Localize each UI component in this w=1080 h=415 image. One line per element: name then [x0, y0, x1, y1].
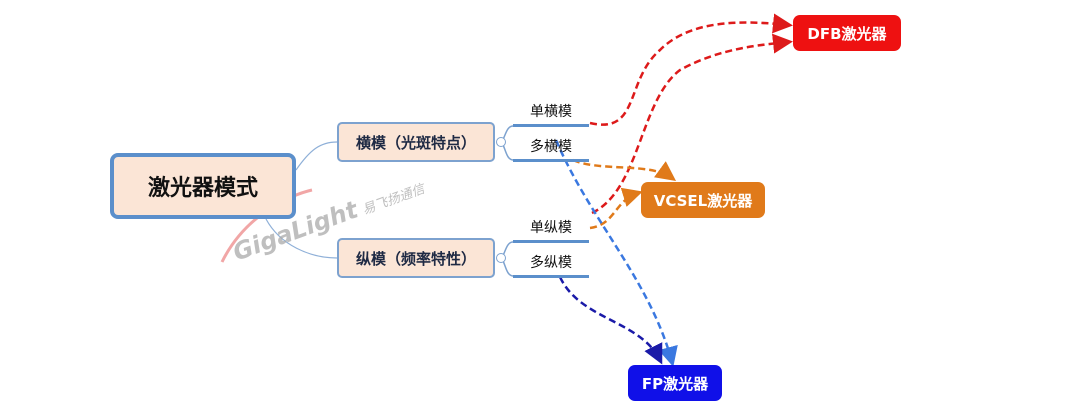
vcsel-laser-node[interactable]: VCSEL激光器: [641, 182, 765, 218]
collapse-toggle-longitudinal[interactable]: [496, 253, 506, 263]
arrow-multi-longitudinal-to-fp: [558, 276, 663, 365]
leaf-multi-transverse[interactable]: 多横模: [513, 136, 589, 162]
leaf-single-transverse[interactable]: 单横模: [513, 101, 589, 127]
root-node[interactable]: 激光器模式: [110, 153, 296, 219]
dfb-laser-node[interactable]: DFB激光器: [793, 15, 901, 51]
leaf-single-longitudinal[interactable]: 单纵模: [513, 217, 589, 243]
transverse-mode-label: 横模（光斑特点）: [355, 133, 476, 152]
arrow-multi-transverse-to-vcsel: [572, 158, 677, 181]
root-to-longitudinal-line: [265, 218, 338, 259]
arrow-single-longitudinal-to-vcsel: [589, 187, 643, 230]
root-to-transverse-line: [295, 141, 338, 171]
arrow-multi-transverse-to-fp: [554, 139, 678, 367]
root-label: 激光器模式: [147, 176, 258, 201]
leaf-multi-longitudinal[interactable]: 多纵模: [513, 252, 589, 278]
arrow-single-transverse-to-dfb: [589, 13, 793, 126]
collapse-toggle-transverse[interactable]: [496, 137, 506, 147]
arrow-single-longitudinal-to-dfb: [591, 33, 793, 215]
vcsel-laser-label: VCSEL激光器: [653, 191, 753, 210]
dfb-laser-label: DFB激光器: [807, 24, 887, 43]
longitudinal-mode-node[interactable]: 纵模（频率特性）: [337, 238, 495, 278]
fp-laser-node[interactable]: FP激光器: [628, 365, 722, 401]
fp-laser-label: FP激光器: [641, 374, 709, 393]
longitudinal-mode-label: 纵模（频率特性）: [355, 249, 476, 268]
transverse-mode-node[interactable]: 横模（光斑特点）: [337, 122, 495, 162]
